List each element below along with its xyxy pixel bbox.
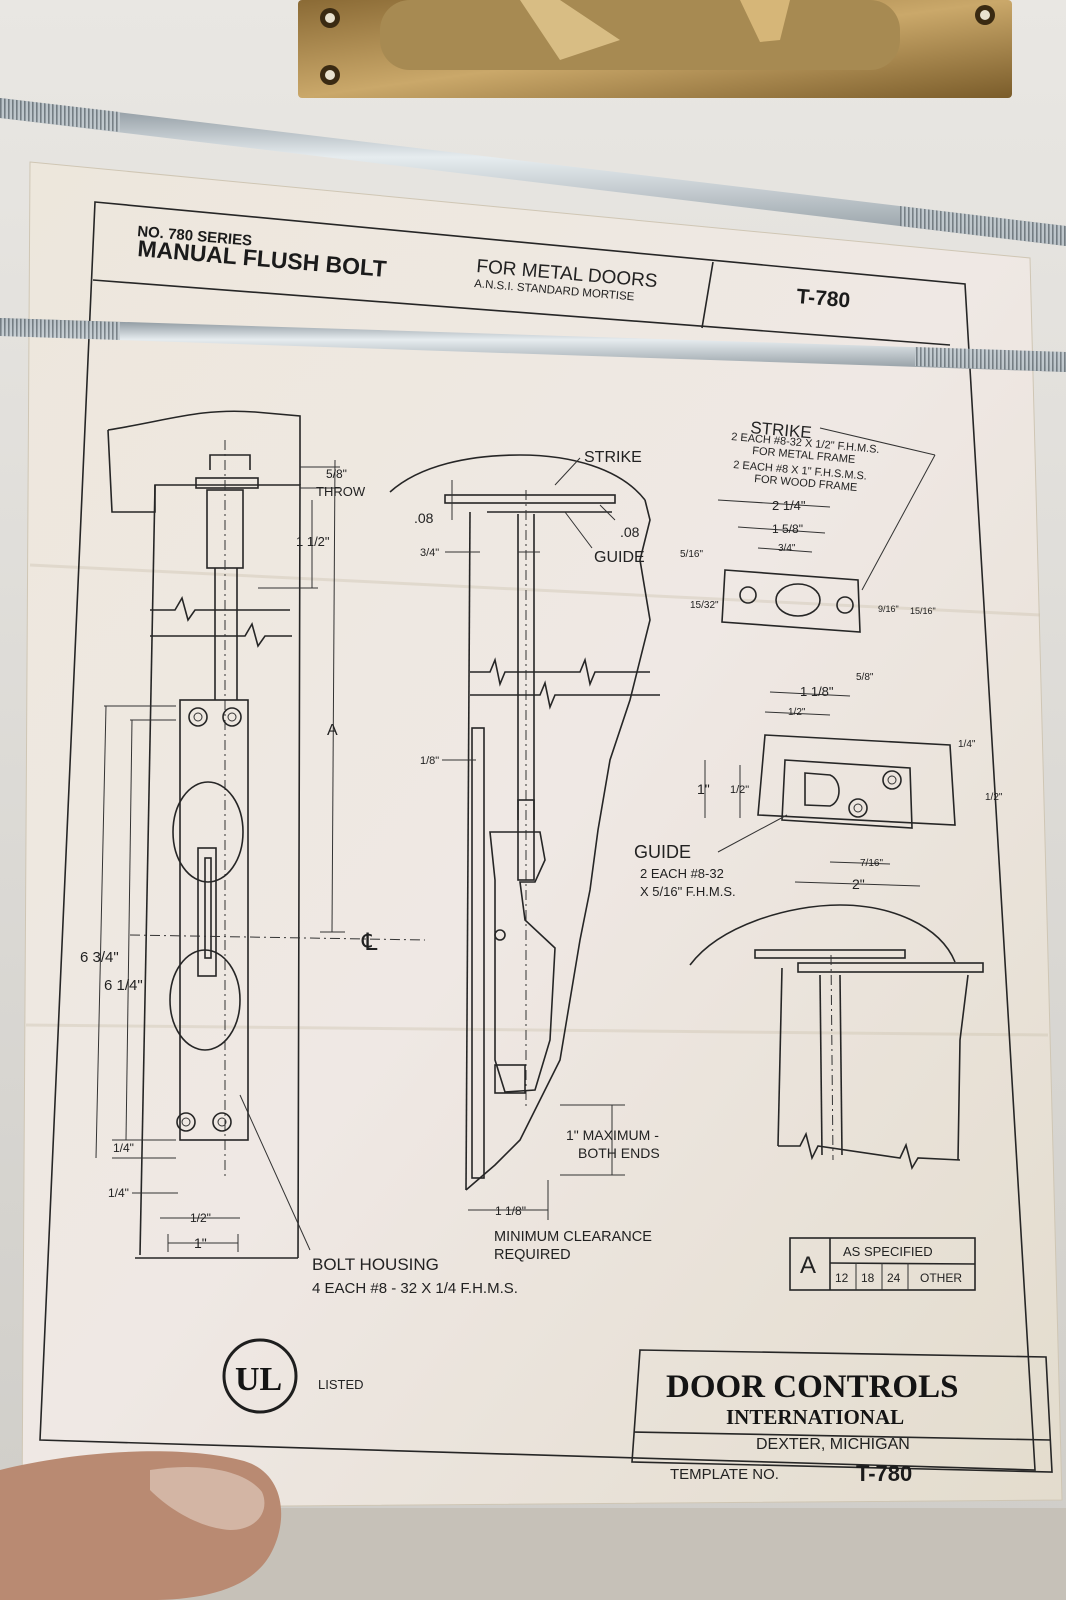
dim-1-8: 1/8" <box>420 755 439 767</box>
paper-sheet <box>21 161 1063 1509</box>
guide-dim-1-2-top: 1/2" <box>788 707 806 718</box>
svg-text:LISTED: LISTED <box>318 1377 364 1392</box>
both-ends-label: BOTH ENDS <box>578 1145 660 1161</box>
middle-section: .08 .08 3/4" STRIKE GUIDE 1/8" 1" MAXIMU… <box>389 449 660 1263</box>
spec-cell-18: 18 <box>861 1271 875 1285</box>
centerline-symbol: ℄ <box>361 929 378 956</box>
throw-label: THROW <box>316 484 366 499</box>
min-clearance-label: MINIMUM CLEARANCE <box>494 1229 652 1245</box>
frame-section <box>689 904 984 1171</box>
left-elevation: ℄ A 5/8" THROW 1 1/2" 6 3/4" 6 1/4" <box>80 410 426 1259</box>
spec-cell-12: 12 <box>835 1271 849 1285</box>
strike-dim-15-16: 15/16" <box>910 606 936 616</box>
guide-dim-1-4: 1/4" <box>958 739 976 750</box>
ul-listed-logo: UL LISTED <box>222 1338 364 1414</box>
strike-dim-3-4: 3/4" <box>778 543 796 554</box>
dim-1-4-b: 1/4" <box>108 1186 129 1200</box>
strike-dim-1-5-8: 1 5/8" <box>772 522 803 536</box>
outer-border <box>39 201 1036 1471</box>
title-block: DOOR CONTROLS INTERNATIONAL DEXTER, MICH… <box>631 1349 1053 1486</box>
header-code: T-780 <box>796 285 851 312</box>
guide-dim-2: 2" <box>852 876 865 892</box>
guide-spec-1: 2 EACH #8-32 <box>640 866 724 881</box>
guide-dim-1-1-8: 1 1/8" <box>800 684 834 699</box>
bolt-housing-spec: 4 EACH #8 - 32 X 1/4 F.H.M.S. <box>312 1280 518 1297</box>
max-label: 1" MAXIMUM - <box>566 1127 659 1143</box>
guide-spec-2: X 5/16" F.H.M.S. <box>640 884 736 899</box>
spec-cell-24: 24 <box>887 1271 901 1285</box>
dim-6-3-4: 6 3/4" <box>80 949 119 966</box>
company-name: DOOR CONTROLS <box>666 1369 958 1405</box>
dim-throw-value: 5/8" <box>326 467 347 481</box>
dim-1-4-a: 1/4" <box>113 1141 134 1155</box>
threaded-rod-upper <box>0 98 1066 246</box>
dim-1-1-2: 1 1/2" <box>296 534 330 549</box>
spec-table-header: AS SPECIFIED <box>843 1244 933 1259</box>
required-label: REQUIRED <box>494 1247 571 1263</box>
guide-label-mid: GUIDE <box>594 549 645 566</box>
dim-08-a: .08 <box>414 510 434 526</box>
brass-flush-bolt-photo <box>298 0 1012 98</box>
paper-folds <box>25 563 1049 1037</box>
spec-cell-other: OTHER <box>920 1271 962 1285</box>
company-name-2: INTERNATIONAL <box>726 1405 904 1429</box>
dim-1: 1" <box>194 1235 207 1251</box>
dim-1-1-8: 1 1/8" <box>495 1204 526 1218</box>
dim-08-b: .08 <box>620 524 640 540</box>
guide-detail: 1 1/8" 5/8" 1/2" 1" 1/2" 1/4" 1/2" 7/16"… <box>634 672 1003 899</box>
thumb-photo <box>0 1451 1066 1600</box>
guide-dim-5-8: 5/8" <box>856 672 874 683</box>
strike-label-mid: STRIKE <box>584 449 642 466</box>
svg-text:UL: UL <box>235 1361 282 1398</box>
header-vertical <box>701 261 714 329</box>
company-city: DEXTER, MICHIGAN <box>756 1436 910 1453</box>
guide-dim-1-2-left: 1/2" <box>730 784 749 796</box>
guide-dim-7-16: 7/16" <box>860 858 883 869</box>
strike-dim-5-16: 5/16" <box>680 549 703 560</box>
dim-1-2: 1/2" <box>190 1211 211 1225</box>
guide-dim-1: 1" <box>697 781 710 797</box>
guide-title: GUIDE <box>634 842 691 862</box>
guide-dim-1-2-right: 1/2" <box>985 792 1003 803</box>
strike-dim-2-1-4: 2 1/4" <box>772 498 806 513</box>
threaded-rod-lower <box>0 318 1066 372</box>
spec-table-letter: A <box>800 1252 816 1279</box>
dim-a: A <box>327 722 338 739</box>
spec-table: A AS SPECIFIED 12 18 24 OTHER <box>789 1237 976 1291</box>
template-number: T-780 <box>856 1461 912 1486</box>
strike-dim-9-16: 9/16" <box>878 604 899 614</box>
strike-dim-15-32: 15/32" <box>690 600 719 611</box>
bolt-housing-label: BOLT HOUSING <box>312 1255 439 1274</box>
template-label: TEMPLATE NO. <box>670 1466 779 1483</box>
header-divider <box>92 279 951 346</box>
dim-3-4: 3/4" <box>420 547 439 559</box>
dim-6-1-4: 6 1/4" <box>104 977 143 994</box>
